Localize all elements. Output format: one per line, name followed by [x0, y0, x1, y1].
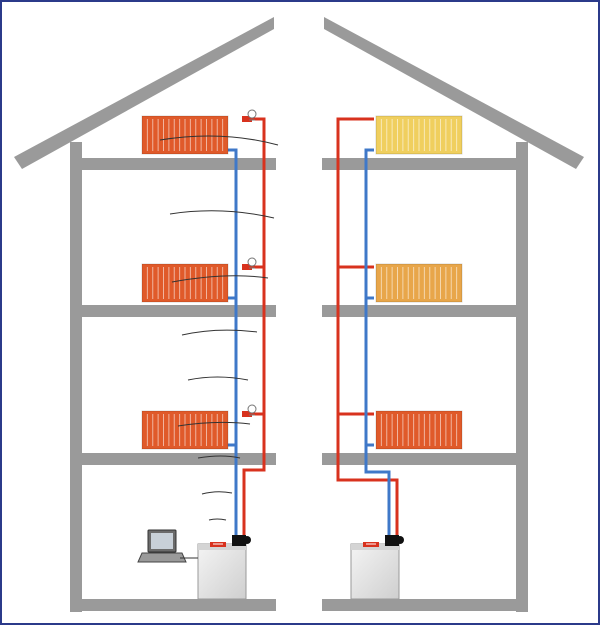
right-roof [324, 17, 584, 169]
thermostatic-valve-icon [242, 404, 257, 417]
left-house [14, 17, 276, 612]
left-attic-floor [70, 158, 276, 170]
radiators [141, 115, 463, 450]
left-return-pipe [228, 148, 238, 537]
right-return-pipe [364, 148, 391, 537]
valves [242, 109, 257, 417]
left-radiator-second [141, 263, 229, 303]
left-roof [14, 17, 274, 169]
right-pipes [336, 117, 399, 537]
right-second-floor [322, 305, 528, 317]
right-flow-pipe [336, 117, 399, 537]
circulation-pump-icon [385, 535, 399, 546]
right-ground-floor [322, 599, 528, 611]
flow-line [201, 491, 233, 495]
flow-line [197, 455, 241, 459]
left-flow-pipe [242, 117, 266, 537]
left-flow-lines [159, 135, 279, 521]
right-outer-wall [516, 142, 528, 612]
laptop-icon [137, 529, 187, 563]
left-first-floor [70, 453, 276, 465]
pump-motor [396, 536, 404, 544]
flow-line [171, 275, 269, 283]
right-radiator-attic [375, 115, 463, 155]
right-attic-floor [322, 158, 528, 170]
right-first-floor [322, 453, 528, 465]
flow-line [169, 210, 275, 219]
right-boiler-group [350, 535, 404, 600]
boiler-icon [350, 543, 400, 600]
right-radiator-first [375, 410, 463, 450]
right-radiator-second [375, 263, 463, 303]
left-pipes [228, 117, 266, 537]
left-second-floor [70, 305, 276, 317]
flow-line [181, 329, 258, 336]
right-house [322, 17, 584, 612]
thermostatic-valve-icon [242, 257, 257, 270]
boiler-icon [197, 543, 247, 600]
left-radiator-attic [141, 115, 229, 155]
left-ground-floor [70, 599, 276, 611]
flow-line [177, 421, 251, 427]
flow-line [187, 376, 249, 381]
flow-line [159, 135, 279, 146]
circulation-pump-icon [232, 535, 246, 546]
pump-motor [243, 536, 251, 544]
left-outer-wall [70, 142, 82, 612]
flow-line [208, 518, 227, 521]
left-radiator-first [141, 410, 229, 450]
thermostatic-valve-icon [242, 109, 257, 122]
left-boiler-group [137, 529, 251, 600]
